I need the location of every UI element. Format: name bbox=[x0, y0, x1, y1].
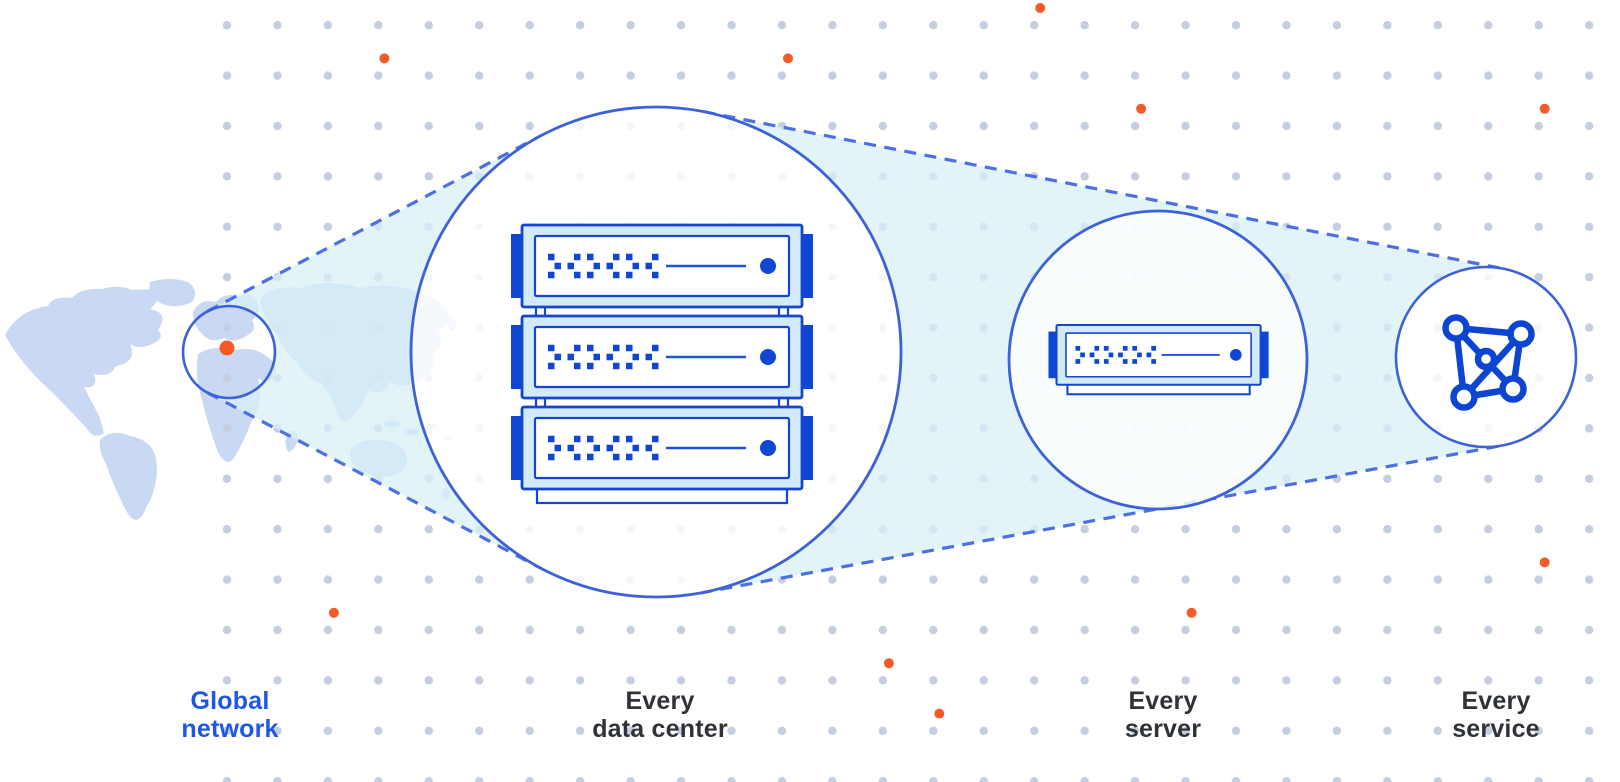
accent-dots bbox=[328, 3, 1550, 719]
single-server-icon bbox=[1047, 323, 1270, 396]
zoom-cone-left bbox=[207, 135, 542, 569]
stage-label-line: Every bbox=[1128, 687, 1198, 715]
rack-server-2 bbox=[509, 314, 815, 400]
continent-greenland bbox=[149, 279, 196, 307]
accent-dot bbox=[883, 658, 894, 669]
zoom-dashed-lines bbox=[206, 110, 1504, 595]
accent-dot bbox=[1539, 103, 1550, 114]
single-server-unit bbox=[1047, 323, 1270, 386]
stage-label-line: Every bbox=[1461, 687, 1531, 715]
rack-connectors bbox=[534, 299, 790, 505]
continent-south-america bbox=[99, 432, 157, 520]
accent-dot bbox=[1035, 3, 1046, 13]
rack-base-tray bbox=[535, 487, 789, 505]
dashed-tangent-line bbox=[699, 443, 1503, 595]
stage-label-global-network: Global network bbox=[80, 687, 380, 743]
stage-label-every-server: Every server bbox=[1013, 687, 1313, 743]
global-network-circle bbox=[181, 304, 277, 400]
stage-label-line: Every bbox=[625, 687, 695, 715]
accent-dot bbox=[783, 53, 793, 64]
continent-north-america bbox=[5, 286, 163, 436]
accent-dot bbox=[1539, 557, 1550, 568]
network-graph-nodes bbox=[1442, 314, 1535, 411]
server-rack-icon bbox=[509, 223, 815, 505]
accent-dot bbox=[1186, 607, 1197, 618]
accent-dot bbox=[1136, 103, 1147, 114]
rack-server-1 bbox=[509, 223, 815, 309]
dashed-tangent-line bbox=[702, 110, 1504, 271]
stage-label-line: server bbox=[1124, 715, 1202, 743]
accent-dot bbox=[934, 708, 945, 719]
network-graph-icon bbox=[1442, 314, 1535, 411]
dashed-tangent-line bbox=[206, 391, 543, 570]
map-marker-dot bbox=[219, 340, 235, 356]
rack-server-3 bbox=[509, 405, 815, 491]
stage-label-line: network bbox=[181, 715, 279, 743]
stage-label-line: Global bbox=[190, 687, 270, 715]
accent-dot bbox=[328, 607, 339, 618]
dashed-tangent-line bbox=[206, 134, 543, 313]
stage-label-every-service: Every service bbox=[1346, 687, 1620, 743]
stage-label-line: data center bbox=[592, 715, 728, 743]
stage-label-line: service bbox=[1452, 715, 1540, 743]
accent-dot bbox=[379, 53, 390, 64]
stage-label-every-data-center: Every data center bbox=[510, 687, 810, 743]
